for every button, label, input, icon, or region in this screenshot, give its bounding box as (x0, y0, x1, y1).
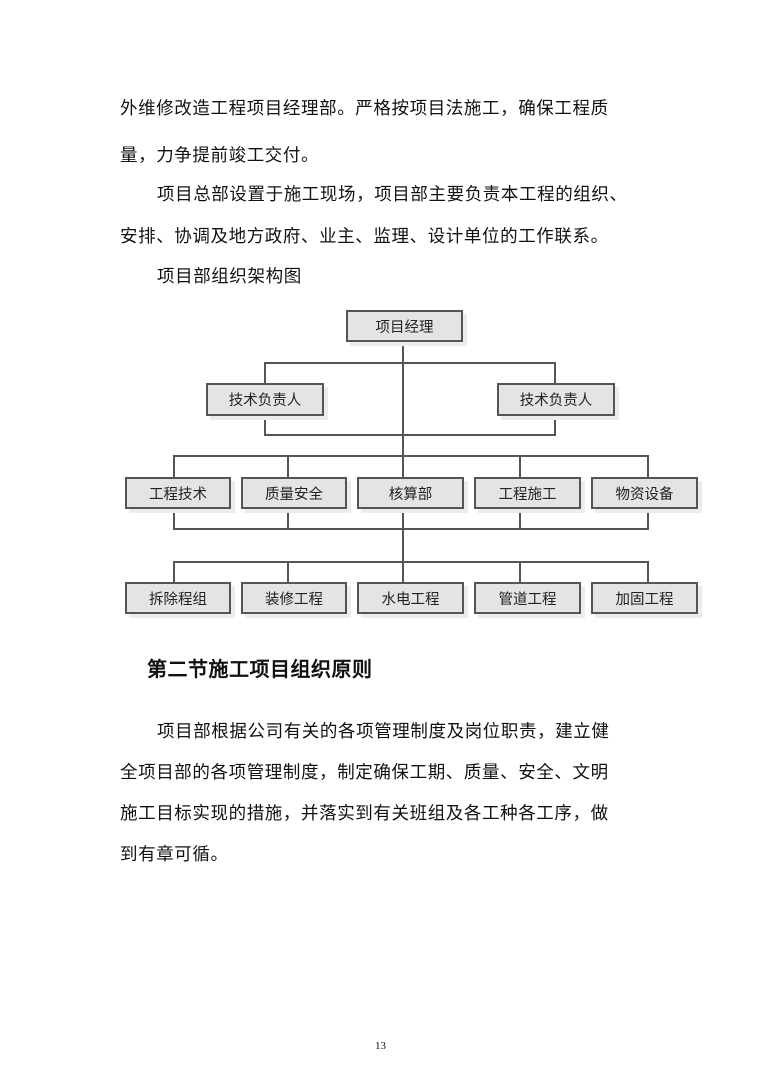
connector-line (173, 561, 649, 563)
org-node-department: 核算部 (357, 477, 464, 509)
paragraph-3-line-1: 项目部根据公司有关的各项管理制度及岗位职责，建立健 (157, 722, 610, 742)
org-node-department: 工程施工 (474, 477, 581, 509)
org-node-team: 加固工程 (591, 582, 698, 614)
connector-line (402, 341, 404, 611)
org-node-deputy: 技术负责人 (497, 383, 615, 416)
paragraph-2-line-2: 安排、协调及地方政府、业主、监理、设计单位的工作联系。 (120, 227, 609, 247)
connector-line (287, 561, 289, 583)
org-node-department: 物资设备 (591, 477, 698, 509)
org-node-team: 管道工程 (474, 582, 581, 614)
org-node-team: 水电工程 (357, 582, 464, 614)
connector-line (519, 561, 521, 583)
paragraph-3-line-3: 施工目标实现的措施，并落实到有关班组及各工种各工序，做 (120, 804, 609, 824)
paragraph-1-line-2: 量，力争提前竣工交付。 (120, 146, 320, 166)
org-node-department: 工程技术 (125, 477, 231, 509)
org-node-team: 装修工程 (241, 582, 347, 614)
org-node-deputy: 技术负责人 (206, 383, 324, 416)
org-node-department: 质量安全 (241, 477, 347, 509)
paragraph-3-line-4: 到有章可循。 (120, 845, 229, 865)
connector-line (173, 528, 649, 530)
paragraph-1-line-1: 外维修改造工程项目经理部。严格按项目法施工，确保工程质 (120, 99, 609, 119)
page-number: 13 (375, 1040, 386, 1052)
connector-line (264, 362, 556, 364)
section-heading: 第二节施工项目组织原则 (147, 657, 373, 681)
org-node-root: 项目经理 (346, 310, 463, 342)
org-node-team: 拆除程组 (125, 582, 231, 614)
connector-line (647, 561, 649, 583)
paragraph-3-line-2: 全项目部的各项管理制度，制定确保工期、质量、安全、文明 (120, 763, 609, 783)
paragraph-2-line-1: 项目总部设置于施工现场，项目部主要负责本工程的组织、 (157, 185, 628, 205)
chart-caption: 项目部组织架构图 (157, 267, 302, 287)
connector-line (264, 434, 556, 436)
connector-line (173, 455, 649, 457)
connector-line (173, 561, 175, 583)
